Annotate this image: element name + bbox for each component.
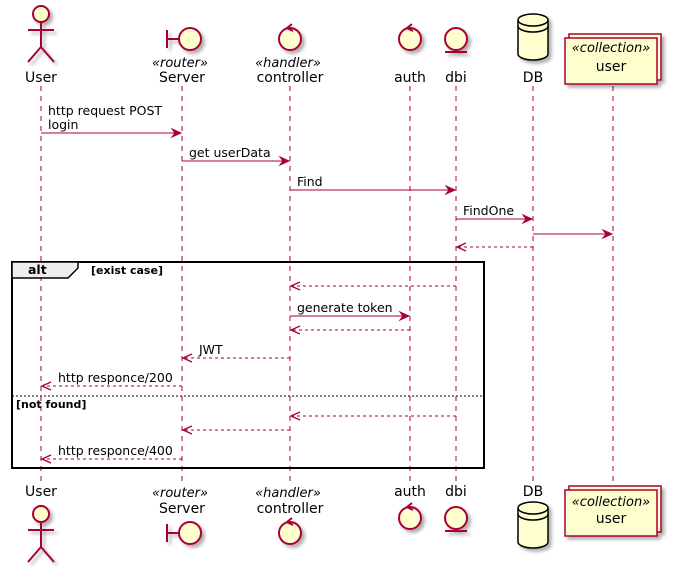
participant-label-dbi: dbi (445, 70, 467, 86)
participant-label-db: DB (523, 70, 543, 86)
alt-guard-notfound: [not found] (16, 398, 86, 411)
message-9 (289, 325, 410, 335)
message-label: FindOne (463, 203, 514, 218)
message-8: generate token (290, 300, 411, 322)
participant-stereotype-usercol: «collection» (572, 495, 650, 510)
participant-label-user: User (25, 70, 57, 86)
participant-label-usercol: user (596, 59, 627, 75)
collection-icon (564, 485, 662, 537)
participant-stereotype-controller: «handler» (255, 56, 321, 71)
participant-stereotype-server: «router» (152, 56, 208, 71)
actor-icon (27, 505, 55, 563)
actor-icon (27, 5, 55, 63)
control-icon (278, 23, 302, 51)
database-icon (517, 13, 549, 61)
alt-guard-exist: [exist case] (91, 264, 163, 277)
participant-label-dbi: dbi (445, 484, 467, 500)
message-7 (289, 281, 456, 291)
alt-frame (11, 261, 485, 469)
entity-icon (444, 506, 468, 532)
participant-label-usercol: user (596, 511, 627, 527)
message-label: get userData (189, 145, 271, 160)
participant-label-server: Server (159, 70, 205, 86)
participant-label-user: User (25, 484, 57, 500)
boundary-icon (166, 27, 202, 51)
participant-label-server: Server (159, 501, 205, 517)
message-label: Find (297, 174, 323, 189)
control-icon (398, 502, 422, 530)
message-6 (455, 242, 533, 252)
message-label: JWT (198, 342, 223, 357)
message-label: http responce/200 (58, 370, 173, 385)
control-icon (278, 517, 302, 545)
message-2: get userData (182, 145, 291, 167)
participant-label-controller: controller (257, 70, 324, 86)
entity-icon (444, 27, 468, 53)
participant-label-controller: controller (257, 501, 324, 517)
database-icon (517, 501, 549, 549)
message-11: http responce/200 (40, 370, 182, 391)
participant-label-auth: auth (394, 70, 426, 86)
participant-label-db: DB (523, 484, 543, 500)
alt-keyword: alt (28, 262, 47, 277)
boundary-icon (166, 521, 202, 545)
participant-label-auth: auth (394, 484, 426, 500)
alt-frame-tab (11, 261, 79, 279)
message-label: generate token (297, 300, 393, 315)
participant-stereotype-server: «router» (152, 486, 208, 501)
message-4: FindOne (456, 203, 534, 225)
participant-stereotype-usercol: «collection» (572, 41, 650, 56)
message-3: Find (290, 174, 457, 196)
message-12 (289, 411, 456, 421)
participant-stereotype-controller: «handler» (255, 486, 321, 501)
message-10: JWT (181, 342, 290, 363)
message-label: http responce/400 (58, 443, 173, 458)
message-13 (181, 425, 290, 435)
message-5 (533, 228, 614, 240)
collection-icon (564, 33, 662, 85)
message-14: http responce/400 (40, 443, 182, 464)
control-icon (398, 23, 422, 51)
